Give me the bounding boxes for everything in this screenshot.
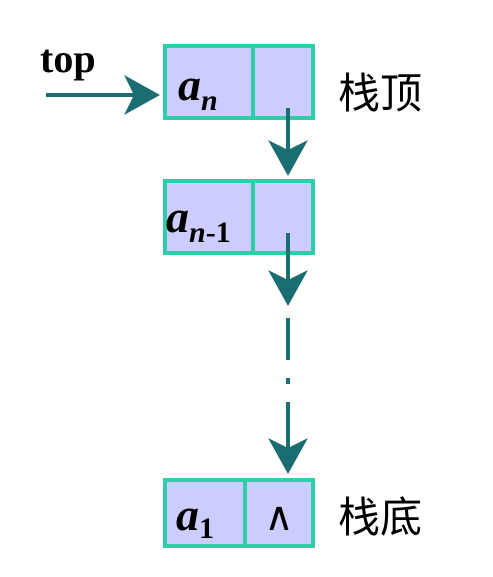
stack-top-label: 栈顶 — [338, 69, 422, 118]
node-data-label: an-1 — [166, 191, 231, 249]
top-pointer-label: top — [40, 36, 96, 81]
node-data-label: an — [178, 59, 218, 117]
stack-node-bottom: a1 ∧ 栈底 — [163, 478, 422, 548]
node-next-cell — [251, 44, 315, 120]
stack-node-top: an 栈顶 — [163, 44, 422, 120]
node-data-label: a1 — [176, 489, 214, 545]
stack-node-second: an-1 — [163, 179, 315, 255]
node-data-cell — [163, 179, 255, 255]
stack-bottom-label: 栈底 — [338, 493, 422, 542]
node-next-cell — [251, 179, 315, 255]
node-data-cell — [163, 478, 247, 548]
null-pointer-symbol: ∧ — [264, 494, 293, 540]
node-next-cell — [243, 478, 315, 548]
